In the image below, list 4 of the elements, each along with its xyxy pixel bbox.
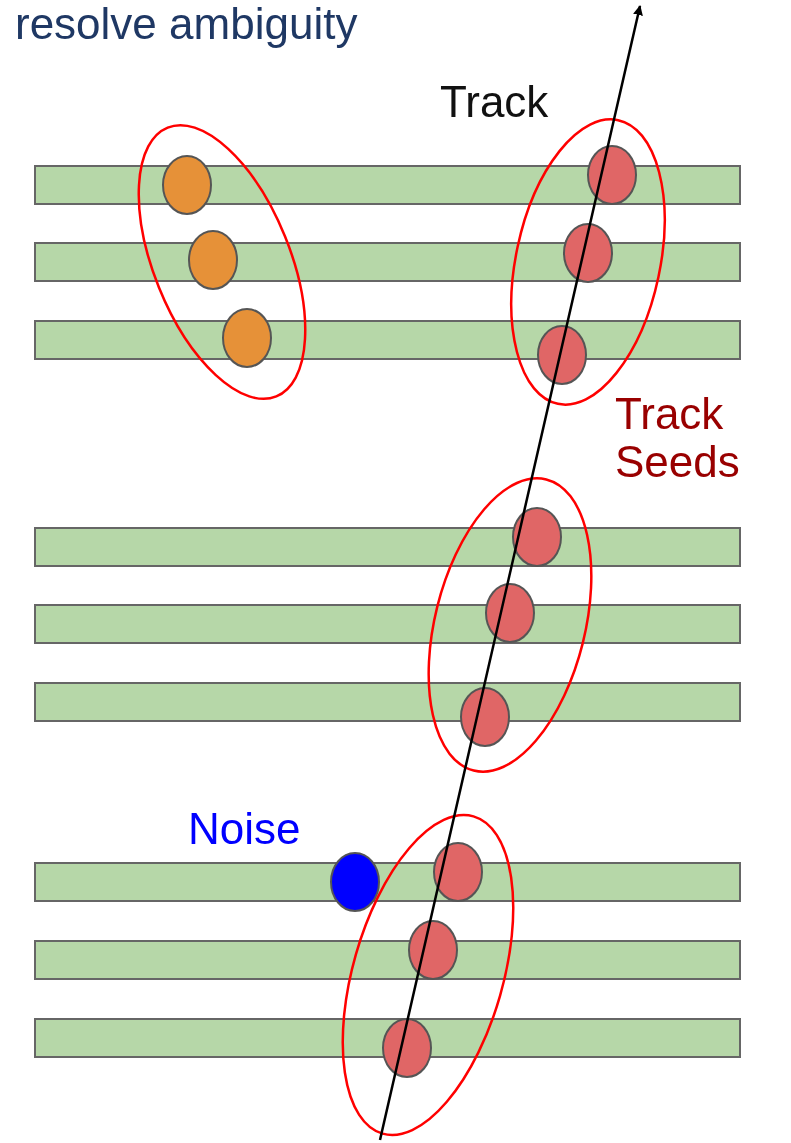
track-label: Track xyxy=(440,78,549,127)
title: resolve ambiguity xyxy=(15,0,358,49)
noise-label: Noise xyxy=(188,805,301,854)
track-seeds-label: Track Seeds xyxy=(615,390,741,487)
